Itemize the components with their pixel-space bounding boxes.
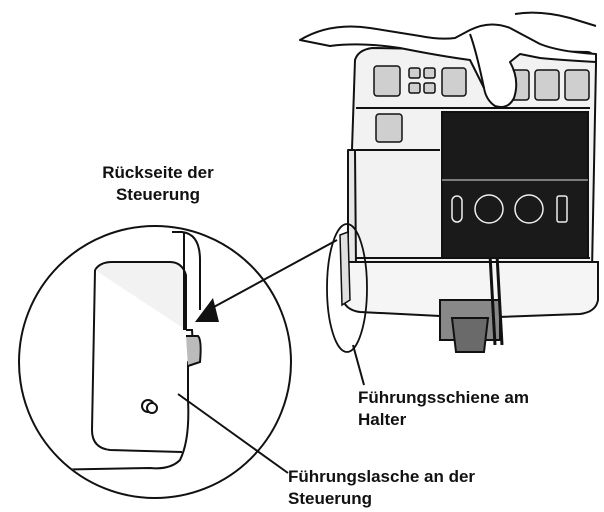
label-rail-line2: Halter: [358, 410, 407, 429]
label-back-line1: Rückseite der: [102, 163, 214, 182]
label-guide-rail-on-holder: Führungsschiene am Halter: [358, 387, 529, 431]
arrowhead-icon: [195, 298, 219, 322]
label-guide-tab-on-controller: Führungslasche an der Steuerung: [288, 466, 475, 510]
label-tab-line2: Steuerung: [288, 489, 373, 508]
holder-bracket: [341, 254, 599, 353]
pointer-arrows: [177, 239, 365, 474]
controller-screen: [441, 111, 589, 259]
detail-magnifier: [18, 225, 292, 499]
hand-illustration: [299, 11, 597, 108]
label-back-line2: Steuerung: [115, 185, 201, 204]
label-back-of-controller: Rückseite der Steuerung: [88, 162, 228, 206]
guide-rail-shape: [339, 230, 351, 307]
guide-rail-ellipse: [326, 223, 368, 353]
label-tab-line1: Führungslasche an der: [288, 467, 476, 486]
label-rail-line1: Führungsschiene am: [358, 388, 529, 407]
